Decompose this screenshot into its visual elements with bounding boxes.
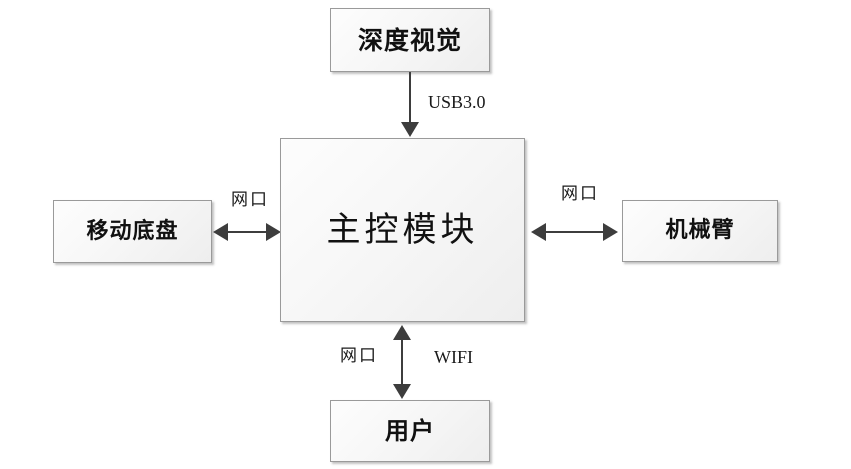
- node-depth-vision[interactable]: 深度视觉: [330, 8, 490, 72]
- edge-label-network-port-left: 网口: [231, 190, 269, 210]
- connector-main-to-user-shaft: [401, 340, 403, 386]
- edge-label-network-port-bottom: 网口: [340, 346, 378, 366]
- connector-chassis-to-main-shaft: [222, 231, 270, 233]
- node-robotic-arm-label: 机械臂: [665, 218, 735, 243]
- node-user-label: 用户: [385, 417, 435, 445]
- node-user[interactable]: 用户: [330, 400, 490, 462]
- arrowhead-up-into-main-bottom: [393, 325, 411, 340]
- node-mobile-chassis[interactable]: 移动底盘: [53, 200, 212, 263]
- connector-vision-to-main-shaft: [409, 72, 411, 124]
- arrowhead-right-into-main-left: [266, 223, 281, 241]
- arrowhead-down-into-main: [401, 122, 419, 137]
- edge-label-wifi: WIFI: [434, 347, 473, 367]
- connector-main-to-arm-shaft: [545, 231, 607, 233]
- edge-label-usb3: USB3.0: [428, 92, 486, 112]
- arrowhead-down-into-user: [393, 384, 411, 399]
- arrowhead-left-into-main-right: [531, 223, 546, 241]
- arrowhead-right-into-arm: [603, 223, 618, 241]
- node-depth-vision-label: 深度视觉: [357, 25, 462, 55]
- node-robotic-arm[interactable]: 机械臂: [622, 200, 778, 262]
- node-main-control-module-label: 主控模块: [326, 210, 479, 250]
- arrowhead-left-into-chassis: [213, 223, 228, 241]
- node-main-control-module[interactable]: 主控模块: [280, 138, 525, 322]
- edge-label-network-port-right: 网口: [561, 184, 599, 204]
- node-mobile-chassis-label: 移动底盘: [86, 218, 179, 244]
